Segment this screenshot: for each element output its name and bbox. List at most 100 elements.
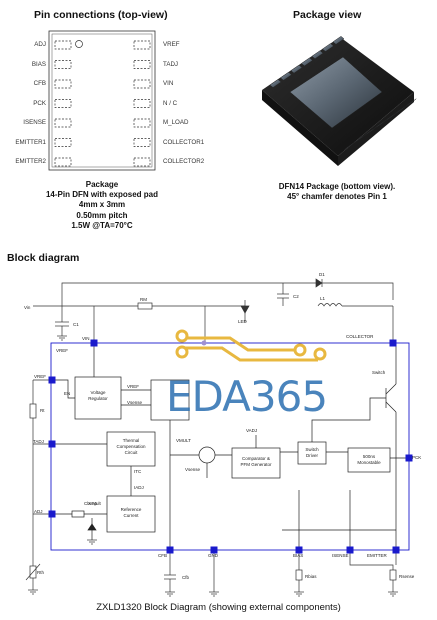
package-side-left bbox=[262, 90, 338, 166]
pin1-marker bbox=[75, 40, 83, 48]
l1-label: L1 bbox=[320, 296, 326, 301]
package-leads-bottom bbox=[343, 98, 417, 151]
ic-pin-square bbox=[392, 546, 400, 554]
gnd-pin-label: GND bbox=[208, 553, 218, 558]
vref-pin-label: VREF bbox=[34, 374, 47, 379]
pin-caption-line: 4mm x 3mm bbox=[78, 200, 126, 210]
pin-pad-right bbox=[133, 118, 151, 128]
pck-pin-label: PCK bbox=[412, 455, 422, 460]
pin-connections-title: Pin connections (top-view) bbox=[34, 9, 168, 21]
wire-int-vref bbox=[52, 379, 75, 399]
pin-label-right: M_LOAD bbox=[163, 119, 189, 126]
right-pin-pads bbox=[133, 40, 151, 167]
ic-pin-squares bbox=[48, 339, 413, 554]
package-lead bbox=[290, 64, 303, 74]
package-caption-line: 45° chamfer denotes Pin 1 bbox=[287, 192, 387, 202]
adj-pin-label: ADJ bbox=[34, 509, 43, 514]
vref-out-label: VREF bbox=[127, 384, 140, 389]
ic-pin-square bbox=[90, 339, 98, 347]
pin-pad-right bbox=[133, 60, 151, 69]
package-outline bbox=[48, 30, 156, 171]
pin-pad-right bbox=[133, 138, 151, 147]
c1-label: C1 bbox=[73, 322, 79, 327]
voltage-regulator-label: Regulator bbox=[88, 396, 108, 401]
watermark-text: EDA365 bbox=[166, 372, 328, 421]
collector-pin-label: COLLECTOR bbox=[346, 334, 374, 339]
ic-pin-square bbox=[48, 510, 56, 518]
pin-label-right: VREF bbox=[163, 41, 180, 48]
pin-label-right: VIN bbox=[163, 80, 174, 87]
c2-label: C2 bbox=[293, 294, 299, 299]
ic-pin-square bbox=[48, 440, 56, 448]
pin-pad-right bbox=[133, 99, 151, 108]
rbias-label: Rbias bbox=[305, 574, 317, 579]
vin-pin-label: VIN bbox=[82, 336, 90, 341]
package-lead bbox=[405, 98, 417, 107]
wire-isense-ext bbox=[349, 550, 394, 570]
pin-pad-right bbox=[133, 40, 151, 50]
xmult-label: X Mult bbox=[88, 501, 101, 506]
pin-label-left: PCK bbox=[33, 99, 46, 107]
vref-internal-label: VREF bbox=[56, 348, 69, 353]
pfm-generator-label: Comparator & bbox=[241, 456, 270, 461]
rsense-resistor bbox=[389, 569, 397, 581]
wire-driver-switch bbox=[311, 419, 335, 442]
transistor-emitter bbox=[385, 401, 397, 413]
pin-caption-line: 1.5W @TA=70°C bbox=[71, 220, 133, 230]
exposed-pad bbox=[289, 56, 383, 129]
d1-diode bbox=[315, 278, 323, 288]
rm-resistor bbox=[137, 302, 153, 310]
package-lead bbox=[322, 43, 334, 52]
package-caption-line: DFN14 Package (bottom view). bbox=[278, 182, 396, 191]
pin-caption-line: 14-Pin DFN with exposed pad bbox=[45, 190, 158, 200]
wire-to-transistor bbox=[335, 397, 386, 421]
pin-label-left: EMITTER2 bbox=[15, 158, 46, 165]
thermal-compensation-label: Compensation bbox=[116, 444, 146, 449]
block-diagram-title: Block diagram bbox=[7, 252, 80, 264]
pin-label-right: N / C bbox=[163, 99, 178, 107]
voltage-regulator-label: Voltage bbox=[90, 390, 106, 395]
rt-label: Rt bbox=[40, 408, 45, 413]
pin-label-left: ADJ bbox=[34, 41, 46, 48]
rbias-resistor bbox=[295, 569, 303, 581]
rm-label: RM bbox=[140, 297, 147, 302]
reference-current-label: Current bbox=[123, 513, 139, 518]
package-lead bbox=[301, 57, 313, 67]
rsense-label: Rsense bbox=[399, 574, 415, 579]
block-diagram-caption: ZXLD1320 Block Diagram (showing external… bbox=[96, 602, 341, 613]
isense-pin-label: ISENSE bbox=[332, 553, 349, 558]
pin-label-left: EMITTER1 bbox=[15, 138, 46, 146]
int-resistor bbox=[71, 510, 85, 518]
emitter-pin-label: EMITTER bbox=[367, 553, 387, 558]
tadj-pin-label: TADJ bbox=[33, 439, 44, 444]
pin-pad-left bbox=[54, 138, 72, 147]
left-pin-pads bbox=[54, 40, 72, 167]
pin-pad-left bbox=[54, 157, 72, 167]
en-label: EN bbox=[64, 391, 71, 396]
pin-label-right: TADJ bbox=[163, 60, 179, 68]
switch-driver-label: Switch bbox=[305, 447, 319, 452]
package-inner-outline bbox=[51, 33, 153, 168]
mono-block bbox=[347, 447, 391, 473]
package-view-title: Package view bbox=[293, 9, 362, 21]
package-caption: DFN14 Package (bottom view). 45° chamfer… bbox=[237, 182, 437, 202]
ic-pin-square bbox=[210, 546, 218, 554]
package-lead bbox=[311, 50, 324, 59]
led-label: LED bbox=[238, 319, 247, 324]
ic-pin-square bbox=[389, 339, 397, 347]
ic-pin-square bbox=[48, 376, 56, 384]
switch-label: Switch bbox=[372, 370, 386, 375]
monostable-label: Monostable bbox=[357, 460, 381, 465]
wire-top bbox=[33, 282, 394, 307]
ic-pin-square bbox=[405, 454, 413, 462]
package-side-right bbox=[338, 92, 414, 166]
transistor-collector bbox=[385, 383, 397, 395]
switch-driver-label: Driver bbox=[306, 453, 318, 458]
thermal-compensation-label: Thermal bbox=[122, 438, 140, 443]
led-symbol bbox=[240, 305, 250, 314]
pin-pad-right bbox=[133, 79, 151, 89]
pin-label-right: COLLECTOR1 bbox=[163, 138, 205, 146]
